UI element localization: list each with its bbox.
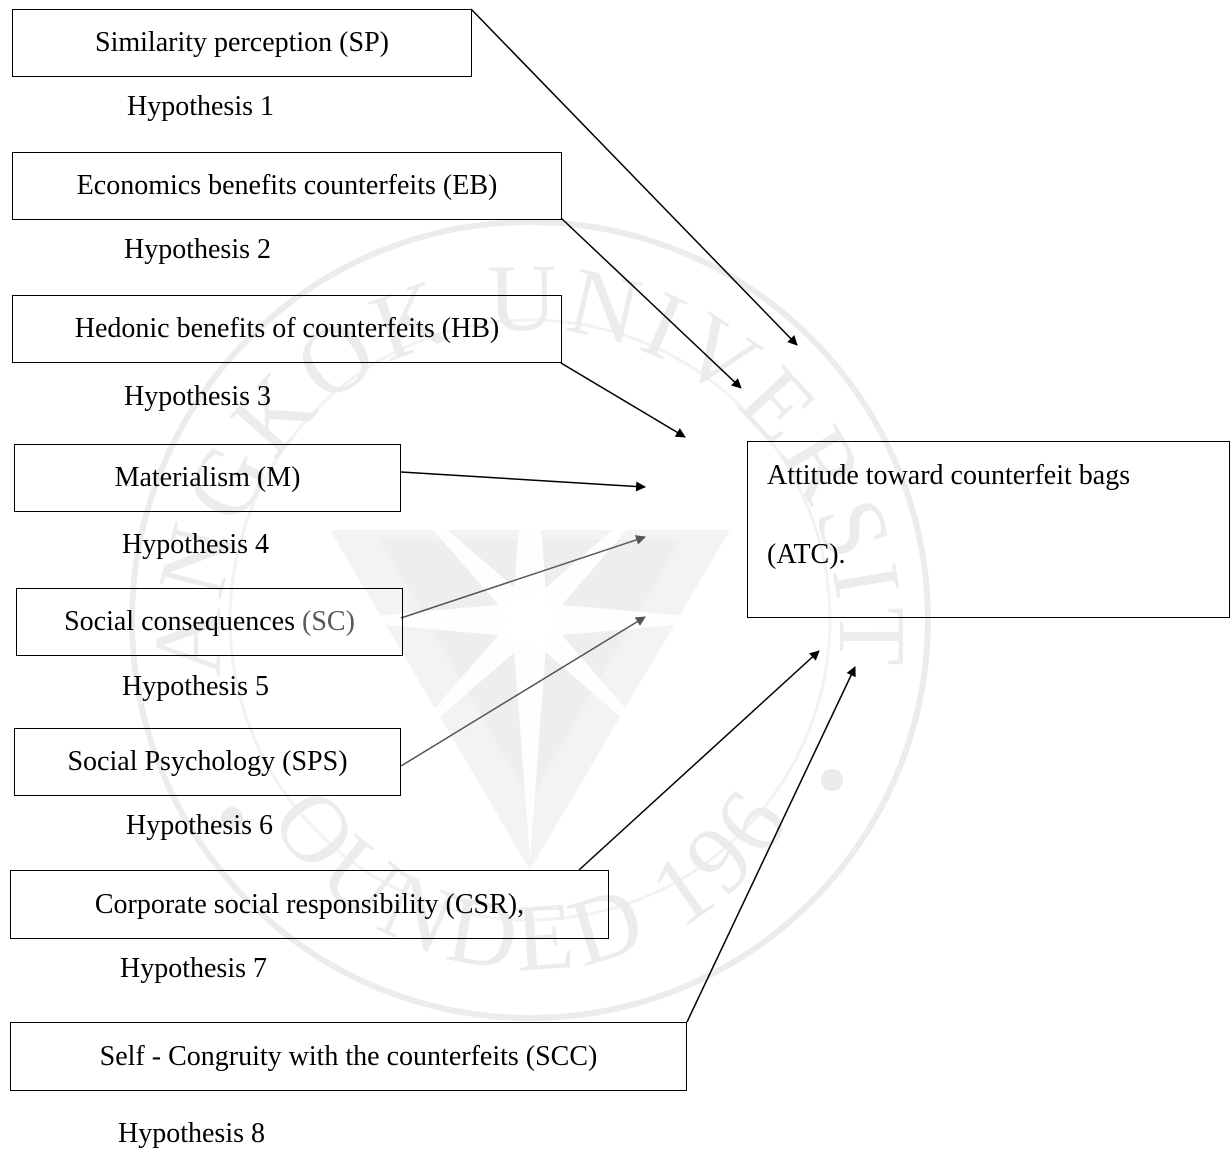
arrow-h5 bbox=[400, 535, 646, 619]
hypothesis-label-4: Hypothesis 4 bbox=[122, 529, 269, 560]
variable-box-m: Materialism (M) bbox=[14, 444, 401, 512]
variable-box-hb: Hedonic benefits of counterfeits (HB) bbox=[12, 295, 562, 363]
hypothesis-label-5: Hypothesis 5 bbox=[122, 671, 269, 702]
arrow-h6 bbox=[400, 616, 646, 767]
dependent-variable-line-2: (ATC). bbox=[767, 539, 846, 570]
variable-box-sp: Similarity perception (SP) bbox=[12, 9, 472, 77]
arrow-h3 bbox=[560, 362, 686, 438]
variable-abbr-sc: (SC) bbox=[302, 606, 355, 637]
variable-box-sc: Social consequences (SC) bbox=[16, 588, 403, 656]
variable-box-sps: Social Psychology (SPS) bbox=[14, 728, 401, 796]
arrow-h4 bbox=[400, 471, 646, 492]
dependent-variable-box-atc: Attitude toward counterfeit bags (ATC). bbox=[747, 441, 1230, 618]
hypothesis-label-3: Hypothesis 3 bbox=[124, 381, 271, 412]
arrow-h8 bbox=[686, 666, 856, 1023]
arrow-h7 bbox=[578, 650, 820, 871]
hypothesis-label-7: Hypothesis 7 bbox=[120, 953, 267, 984]
arrow-h2 bbox=[560, 217, 742, 389]
hypothesis-label-6: Hypothesis 6 bbox=[126, 810, 273, 841]
variable-box-eb: Economics benefits counterfeits (EB) bbox=[12, 152, 562, 220]
hypothesis-label-1: Hypothesis 1 bbox=[127, 91, 274, 122]
variable-box-scc: Self - Congruity with the counterfeits (… bbox=[10, 1022, 687, 1091]
variable-box-csr: Corporate social responsibility (CSR), bbox=[10, 870, 609, 939]
variable-label-sc: Social consequences bbox=[64, 606, 302, 637]
hypothesis-label-2: Hypothesis 2 bbox=[124, 234, 271, 265]
hypothesis-label-8: Hypothesis 8 bbox=[118, 1118, 265, 1149]
dependent-variable-line-1: Attitude toward counterfeit bags bbox=[767, 460, 1131, 491]
